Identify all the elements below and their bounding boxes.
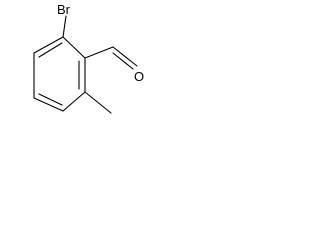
ring-bond-4 [33,97,64,112]
bromine-label: Br [57,2,71,17]
bromine-bond [62,15,67,38]
methyl-bond [84,91,112,114]
ring-double-bond-inner-3 [38,42,63,58]
carbonyl-double-bond-2 [112,52,134,70]
ring-bond-1 [62,36,86,59]
ring-bond-6 [33,36,64,54]
ring-bond-3 [62,91,86,112]
aldehyde-carbon-bond [84,46,114,59]
ring-double-bond-inner-2 [38,93,63,106]
oxygen-label: O [134,69,144,84]
chemical-structure: Br O [33,2,144,114]
benzene-ring [33,36,86,112]
carbonyl-double-bond-1 [112,46,138,67]
